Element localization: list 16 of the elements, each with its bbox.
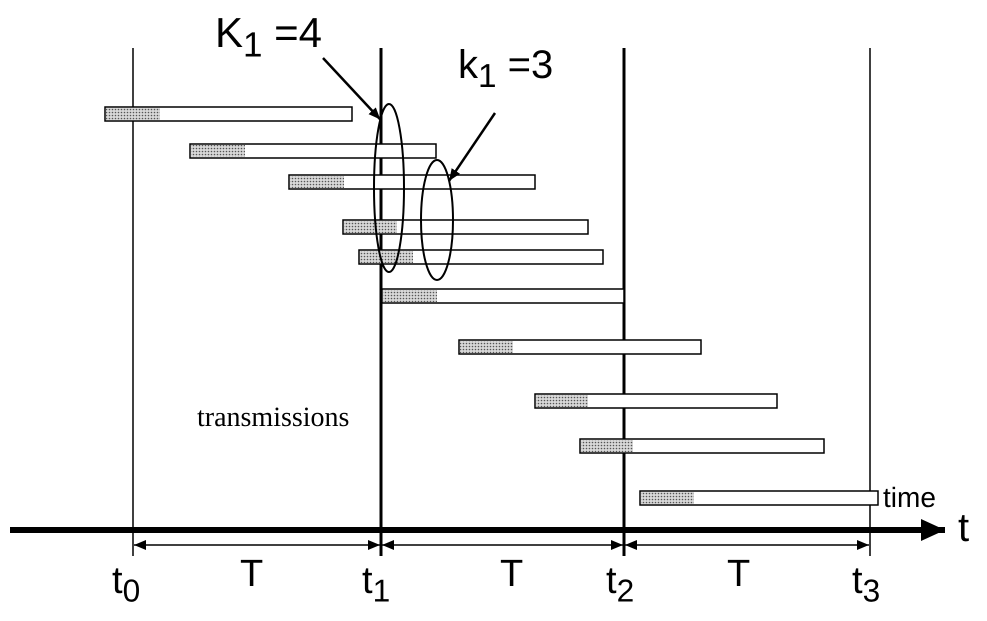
axis-caption: time bbox=[883, 484, 936, 512]
count-label: K$_{1}$ =4 bbox=[215, 12, 322, 62]
period-label: T bbox=[500, 555, 524, 593]
leader-arrow bbox=[322, 57, 382, 120]
axis-caption: transmissions bbox=[197, 404, 350, 432]
grouping-ellipse bbox=[373, 103, 405, 273]
period-label: T bbox=[727, 555, 750, 593]
time-label: t$_{2}$ bbox=[606, 562, 634, 608]
time-label: t$_{0}$ bbox=[112, 562, 140, 608]
count-label: k$_{1}$ =3 bbox=[458, 45, 554, 94]
grouping-ellipse bbox=[420, 159, 454, 281]
time-label: t$_{3}$ bbox=[852, 562, 880, 608]
time-label: t$_{1}$ bbox=[362, 562, 390, 608]
leader-arrow bbox=[448, 112, 496, 182]
axis-label: t bbox=[958, 508, 970, 548]
period-label: T bbox=[240, 555, 264, 593]
